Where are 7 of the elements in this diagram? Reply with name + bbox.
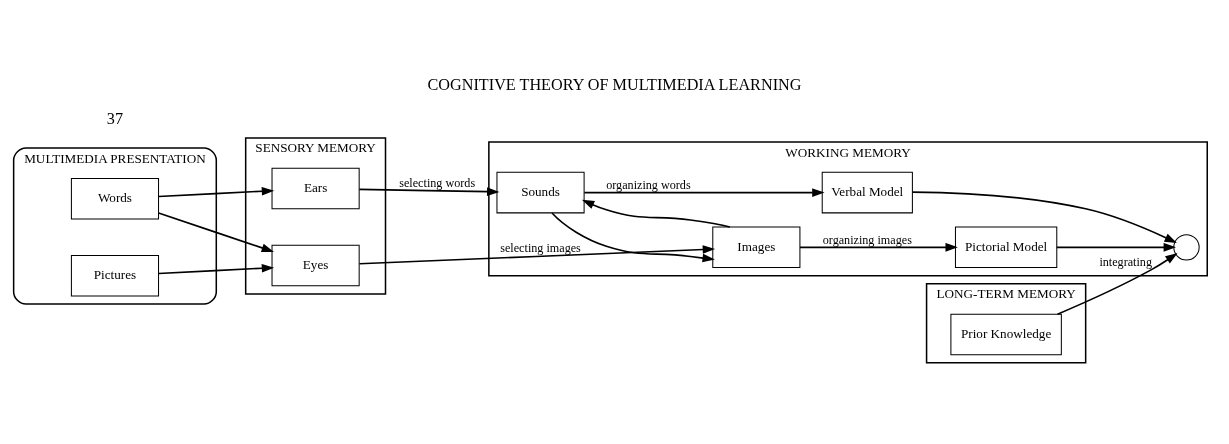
edge-label: organizing words — [606, 178, 691, 193]
edge-label: organizing images — [822, 232, 912, 247]
edge-label: integrating — [1099, 255, 1152, 270]
diagram-title: COGNITIVE THEORY OF MULTIMEDIA LEARNING — [427, 76, 802, 95]
edge-label: selecting words — [399, 176, 476, 191]
label: 37 — [106, 109, 124, 128]
edge-label: selecting images — [500, 240, 581, 255]
